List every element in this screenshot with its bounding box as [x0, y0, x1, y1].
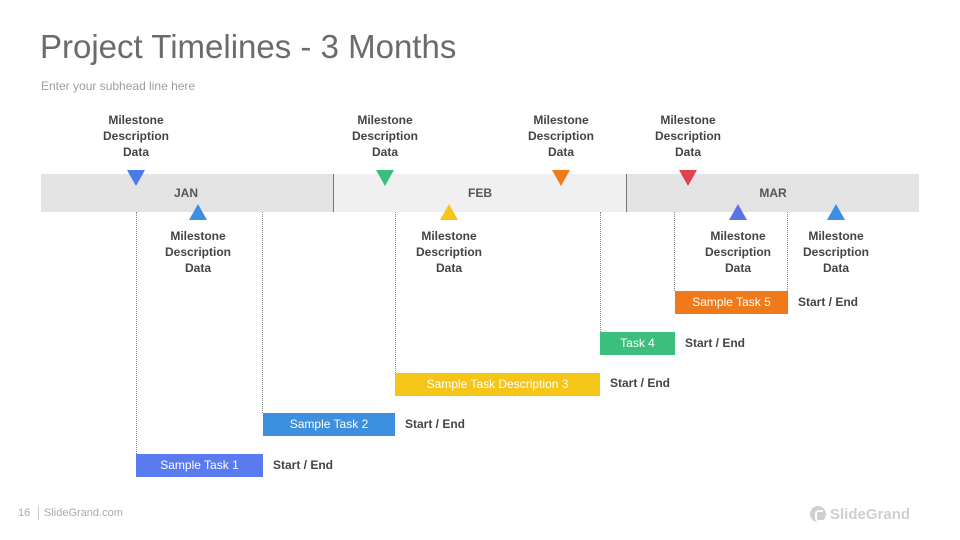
guide-line	[674, 212, 675, 291]
brand-logo: SlideGrand	[810, 503, 910, 525]
month-label-mar: MAR	[759, 186, 787, 200]
milestone-bottom-2: Milestone Description Data	[415, 229, 482, 275]
milestone-marker-down	[679, 170, 697, 186]
milestone-marker-up	[440, 204, 458, 220]
page-number: 16	[18, 507, 31, 519]
guide-line	[136, 212, 137, 454]
task-start-end: Start / End	[798, 295, 859, 309]
milestone-top-3: Milestone Description Data	[527, 113, 594, 159]
milestone-bottom-1: Milestone Description Data	[164, 229, 231, 275]
milestone-marker-down	[552, 170, 570, 186]
guide-line	[600, 212, 601, 332]
month-bar-jan	[41, 174, 333, 212]
month-divider	[333, 174, 334, 212]
month-bar-mar	[627, 174, 919, 212]
footer-site: SlideGrand.com	[44, 507, 123, 519]
milestone-marker-up	[827, 204, 845, 220]
milestone-top-2: Milestone Description Data	[351, 113, 418, 159]
task-bar-5: Sample Task 5	[675, 291, 788, 314]
guide-line	[262, 212, 263, 413]
brand-logo-icon	[810, 506, 826, 522]
milestone-top-1: Milestone Description Data	[102, 113, 169, 159]
task-start-end: Start / End	[610, 376, 671, 390]
month-label-feb: FEB	[468, 186, 492, 200]
guide-line	[395, 212, 396, 373]
task-bar-1: Sample Task 1	[136, 454, 263, 477]
task-bar-2: Sample Task 2	[263, 413, 395, 436]
milestone-marker-down	[127, 170, 145, 186]
task-start-end: Start / End	[405, 417, 466, 431]
milestone-marker-up	[189, 204, 207, 220]
milestone-marker-up	[729, 204, 747, 220]
milestone-top-4: Milestone Description Data	[654, 113, 721, 159]
page-title: Project Timelines - 3 Months	[40, 28, 457, 65]
task-start-end: Start / End	[685, 336, 746, 350]
task-start-end: Start / End	[273, 458, 334, 472]
month-label-jan: JAN	[173, 186, 198, 200]
milestone-bottom-4: Milestone Description Data	[802, 229, 869, 275]
milestone-bottom-3: Milestone Description Data	[704, 229, 771, 275]
footer-divider	[38, 506, 39, 520]
task-bar-3: Sample Task Description 3	[395, 373, 600, 396]
milestone-marker-down	[376, 170, 394, 186]
month-divider	[626, 174, 627, 212]
guide-line	[787, 212, 788, 291]
page-subhead: Enter your subhead line here	[41, 79, 196, 93]
brand-logo-text: SlideGrand	[830, 505, 911, 523]
task-bar-4: Task 4	[600, 332, 675, 355]
